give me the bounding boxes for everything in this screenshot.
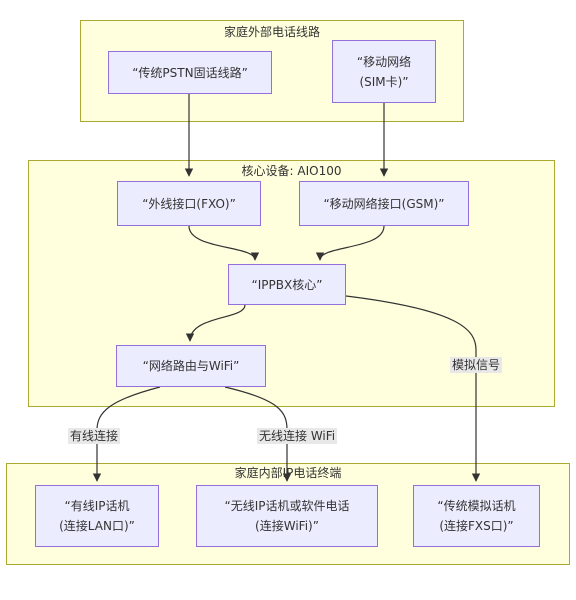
cluster-title-core: 核心设备: AIO100 [241, 164, 342, 178]
node-pstn-line[interactable]: “传统PSTN固话线路” [108, 51, 272, 94]
edge-fxo-to-ippbx [188, 225, 260, 261]
node-analog-phone[interactable]: “传统模拟话机 (连接FXS口)” [413, 485, 540, 547]
node-gsm-interface[interactable]: “移动网络接口(GSM)” [299, 181, 469, 226]
node-wireless-label-line1: “无线IP话机或软件电话 [224, 499, 350, 513]
node-ippbx-core[interactable]: “IPPBX核心” [228, 264, 346, 305]
node-mobile-label-line2: (SIM卡)” [359, 74, 409, 89]
node-analog-label-line2: (连接FXS口)” [439, 519, 514, 533]
edge-label-analog: 模拟信号 [450, 357, 503, 373]
edge-label-wired: 有线连接 [68, 428, 121, 444]
node-wireless-label-line2: (连接WiFi)” [255, 519, 319, 533]
edge-label-wireless: 无线连接 WiFi [257, 428, 338, 444]
cluster-title-terminals: 家庭内部IP电话终端 [234, 466, 342, 480]
node-router-wifi[interactable]: “网络路由与WiFi” [116, 345, 266, 387]
edge-gsm-to-ippbx [315, 225, 385, 261]
node-pstn-label: “传统PSTN固话线路” [132, 65, 248, 80]
edge-ippbx-to-analog [345, 295, 481, 482]
node-router-label: “网络路由与WiFi” [142, 359, 240, 373]
node-wired-label-line1: “有线IP话机 [64, 499, 130, 513]
node-wireless-ip-phone[interactable]: “无线IP话机或软件电话 (连接WiFi)” [196, 485, 378, 547]
node-fxo-label: “外线接口(FXO)” [142, 196, 236, 211]
node-ippbx-label: “IPPBX核心” [251, 277, 323, 292]
node-analog-label-line1: “传统模拟话机 [437, 499, 516, 513]
node-wired-ip-phone[interactable]: “有线IP话机 (连接LAN口)” [35, 485, 159, 547]
node-mobile-network[interactable]: “移动网络 (SIM卡)” [332, 40, 436, 103]
cluster-title-external: 家庭外部电话线路 [223, 25, 320, 39]
node-mobile-label-line1: “移动网络 [356, 54, 412, 69]
node-wired-label-line2: (连接LAN口)” [59, 519, 135, 533]
node-gsm-label: “移动网络接口(GSM)” [323, 196, 445, 211]
node-fxo-interface[interactable]: “外线接口(FXO)” [117, 181, 261, 226]
edge-ippbx-to-router [185, 304, 246, 342]
